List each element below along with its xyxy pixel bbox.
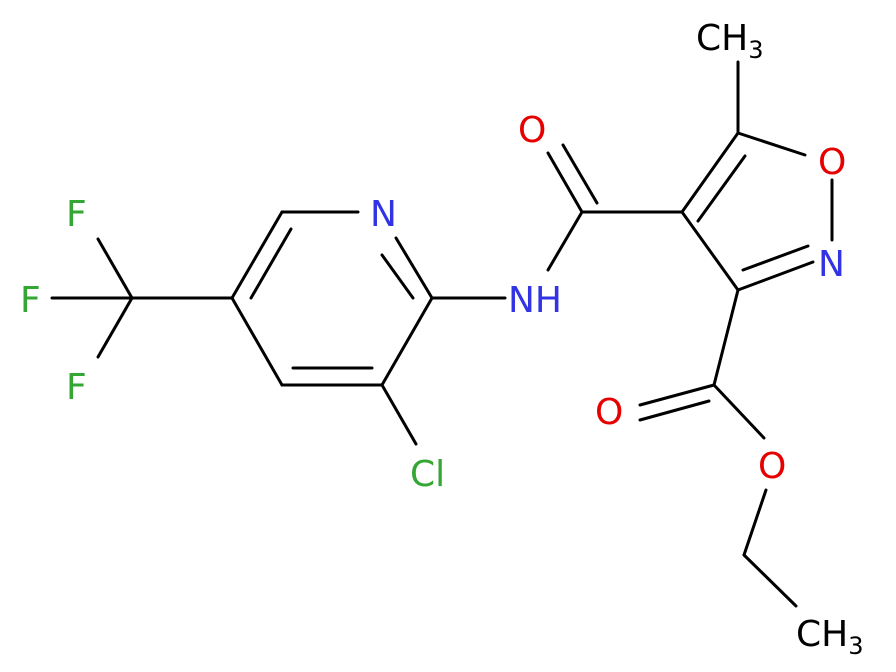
atom-o-ester-carbonyl: O xyxy=(595,392,623,433)
atom-n-pyridine: N xyxy=(370,194,397,235)
bond-c4iso-c5iso-inner xyxy=(696,154,747,223)
methyl-top-ch: CH xyxy=(696,18,748,59)
bond-c5-c6 xyxy=(230,210,284,300)
bond-c3iso-c4iso xyxy=(680,210,740,292)
methyl-bottom-subscript: 3 xyxy=(848,632,863,660)
bond-oester-ch2 xyxy=(742,488,768,557)
bond-cester-o-ester xyxy=(712,383,766,440)
bond-n1-c2-inner xyxy=(380,253,415,300)
bond-nh-camide xyxy=(546,210,584,272)
bond-c3-cl xyxy=(380,383,418,446)
bond-c4-c5 xyxy=(230,296,284,387)
atom-n-isoxazole: N xyxy=(818,244,845,285)
atom-o-amide: O xyxy=(518,110,546,151)
bond-niso-c3iso xyxy=(736,260,815,292)
methyl-bottom-label: CH3 xyxy=(796,614,864,660)
bond-n1-c2 xyxy=(394,236,434,300)
bond-c5iso-o xyxy=(736,131,807,157)
bond-c4iso-c5iso xyxy=(680,131,740,214)
atom-f2: F xyxy=(20,280,41,321)
atom-f3: F xyxy=(66,367,87,408)
methyl-top-subscript: 3 xyxy=(748,36,763,64)
bond-c2-c3 xyxy=(380,296,434,387)
bonds xyxy=(50,60,834,608)
atom-o-isoxazole: O xyxy=(818,142,846,183)
atom-f1: F xyxy=(66,194,87,235)
methyl-top-label: CH3 xyxy=(696,18,764,64)
bond-c3iso-cester xyxy=(712,288,740,387)
bond-cf3-f3 xyxy=(96,296,134,359)
bond-cester-o-carbonyl xyxy=(638,383,716,407)
bond-camide-o xyxy=(546,151,584,214)
methyl-bottom-ch: CH xyxy=(796,614,848,655)
bond-ch2-ch3 xyxy=(742,553,798,608)
atom-cl: Cl xyxy=(410,454,445,495)
bond-cf3-f1 xyxy=(96,237,134,300)
bond-cester-o-carbonyl-double xyxy=(638,399,711,422)
atom-o-ester: O xyxy=(758,446,786,487)
bond-camide-o-double xyxy=(561,143,599,205)
atom-nh: NH xyxy=(508,280,562,321)
bond-niso-c3iso-inner xyxy=(741,244,810,272)
bond-c5-c6-inner xyxy=(249,227,293,300)
atom-labels: N NH Cl F F F O O N O O CH3 CH3 xyxy=(20,18,864,660)
